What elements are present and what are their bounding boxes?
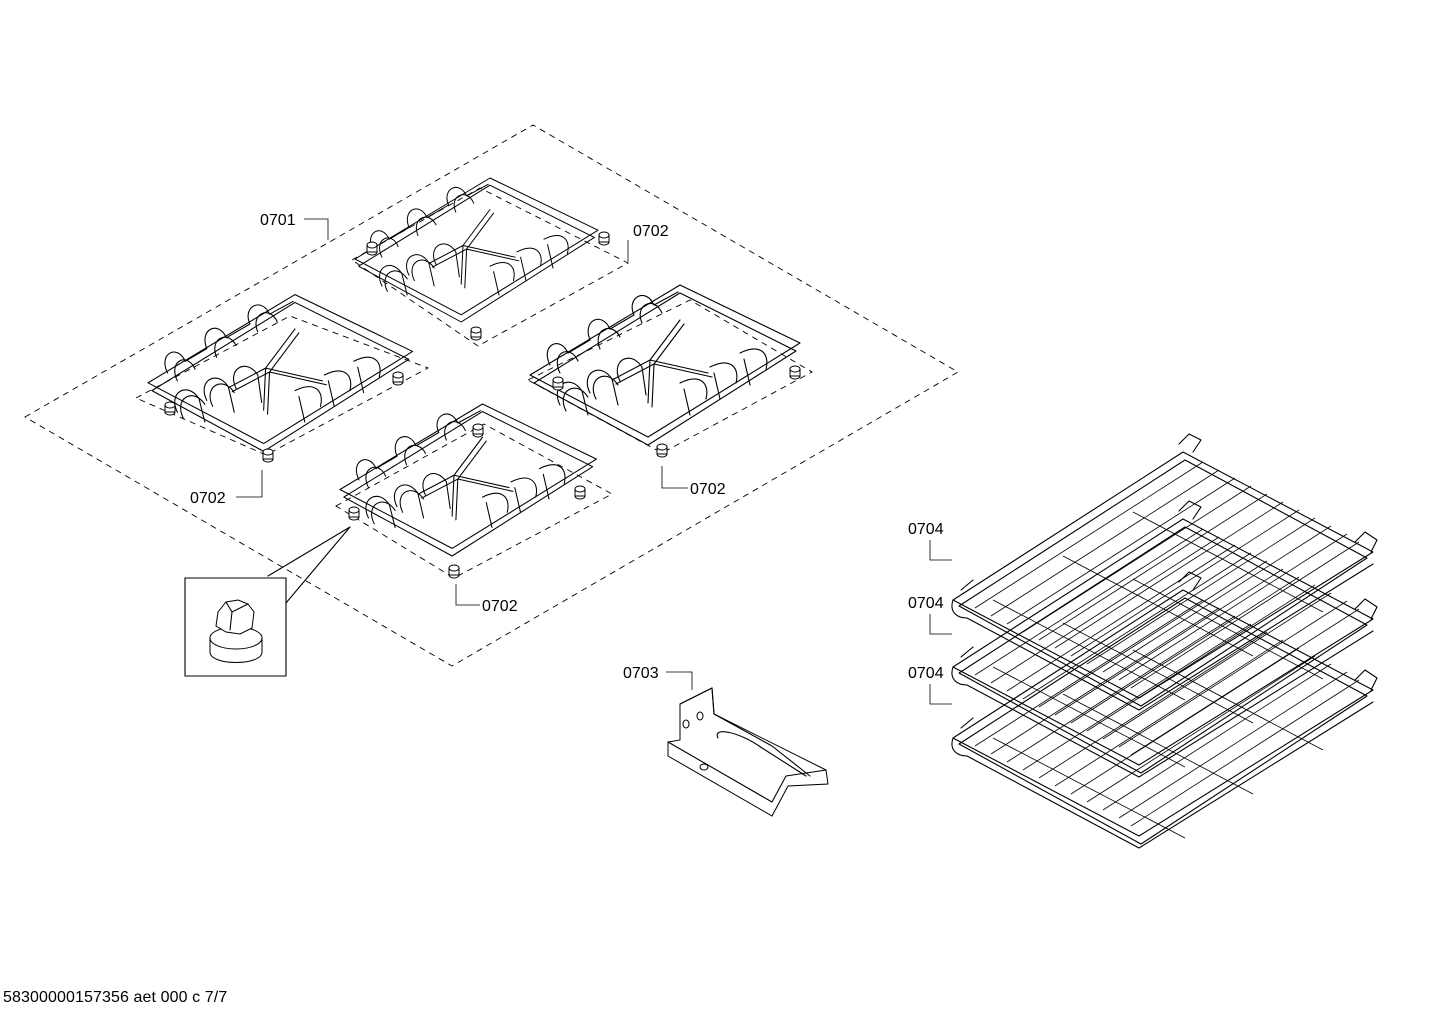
label-grate-set: 0701: [260, 212, 296, 229]
label-grate-top: 0702: [633, 223, 669, 240]
cooktop-outline: [24, 124, 959, 667]
foot-detail-inset: [184, 526, 351, 677]
oven-rack-3: [951, 571, 1378, 849]
grate-outline-right: [527, 299, 813, 454]
oven-rack-2: [951, 500, 1378, 778]
grate-right: [529, 284, 801, 446]
grate-outline-front: [335, 423, 613, 579]
grate-outline-top: [351, 187, 629, 347]
bracket: [667, 687, 829, 817]
label-grate-left: 0702: [190, 490, 226, 507]
label-grate-right: 0702: [690, 481, 726, 498]
label-bracket: 0703: [623, 665, 659, 682]
label-grate-front: 0702: [482, 598, 518, 615]
label-rack-3: 0704: [908, 665, 944, 682]
document-id: 58300000157356 aet 000 c 7/7: [3, 989, 228, 1006]
grate-top: [354, 177, 599, 323]
leader-lines: [236, 218, 952, 705]
label-rack-1: 0704: [908, 521, 944, 538]
label-rack-2: 0704: [908, 595, 944, 612]
rubber-foot: [164, 231, 801, 579]
grate-front: [339, 403, 598, 557]
grate-outline-left: [134, 315, 430, 456]
grate-left: [147, 294, 414, 452]
